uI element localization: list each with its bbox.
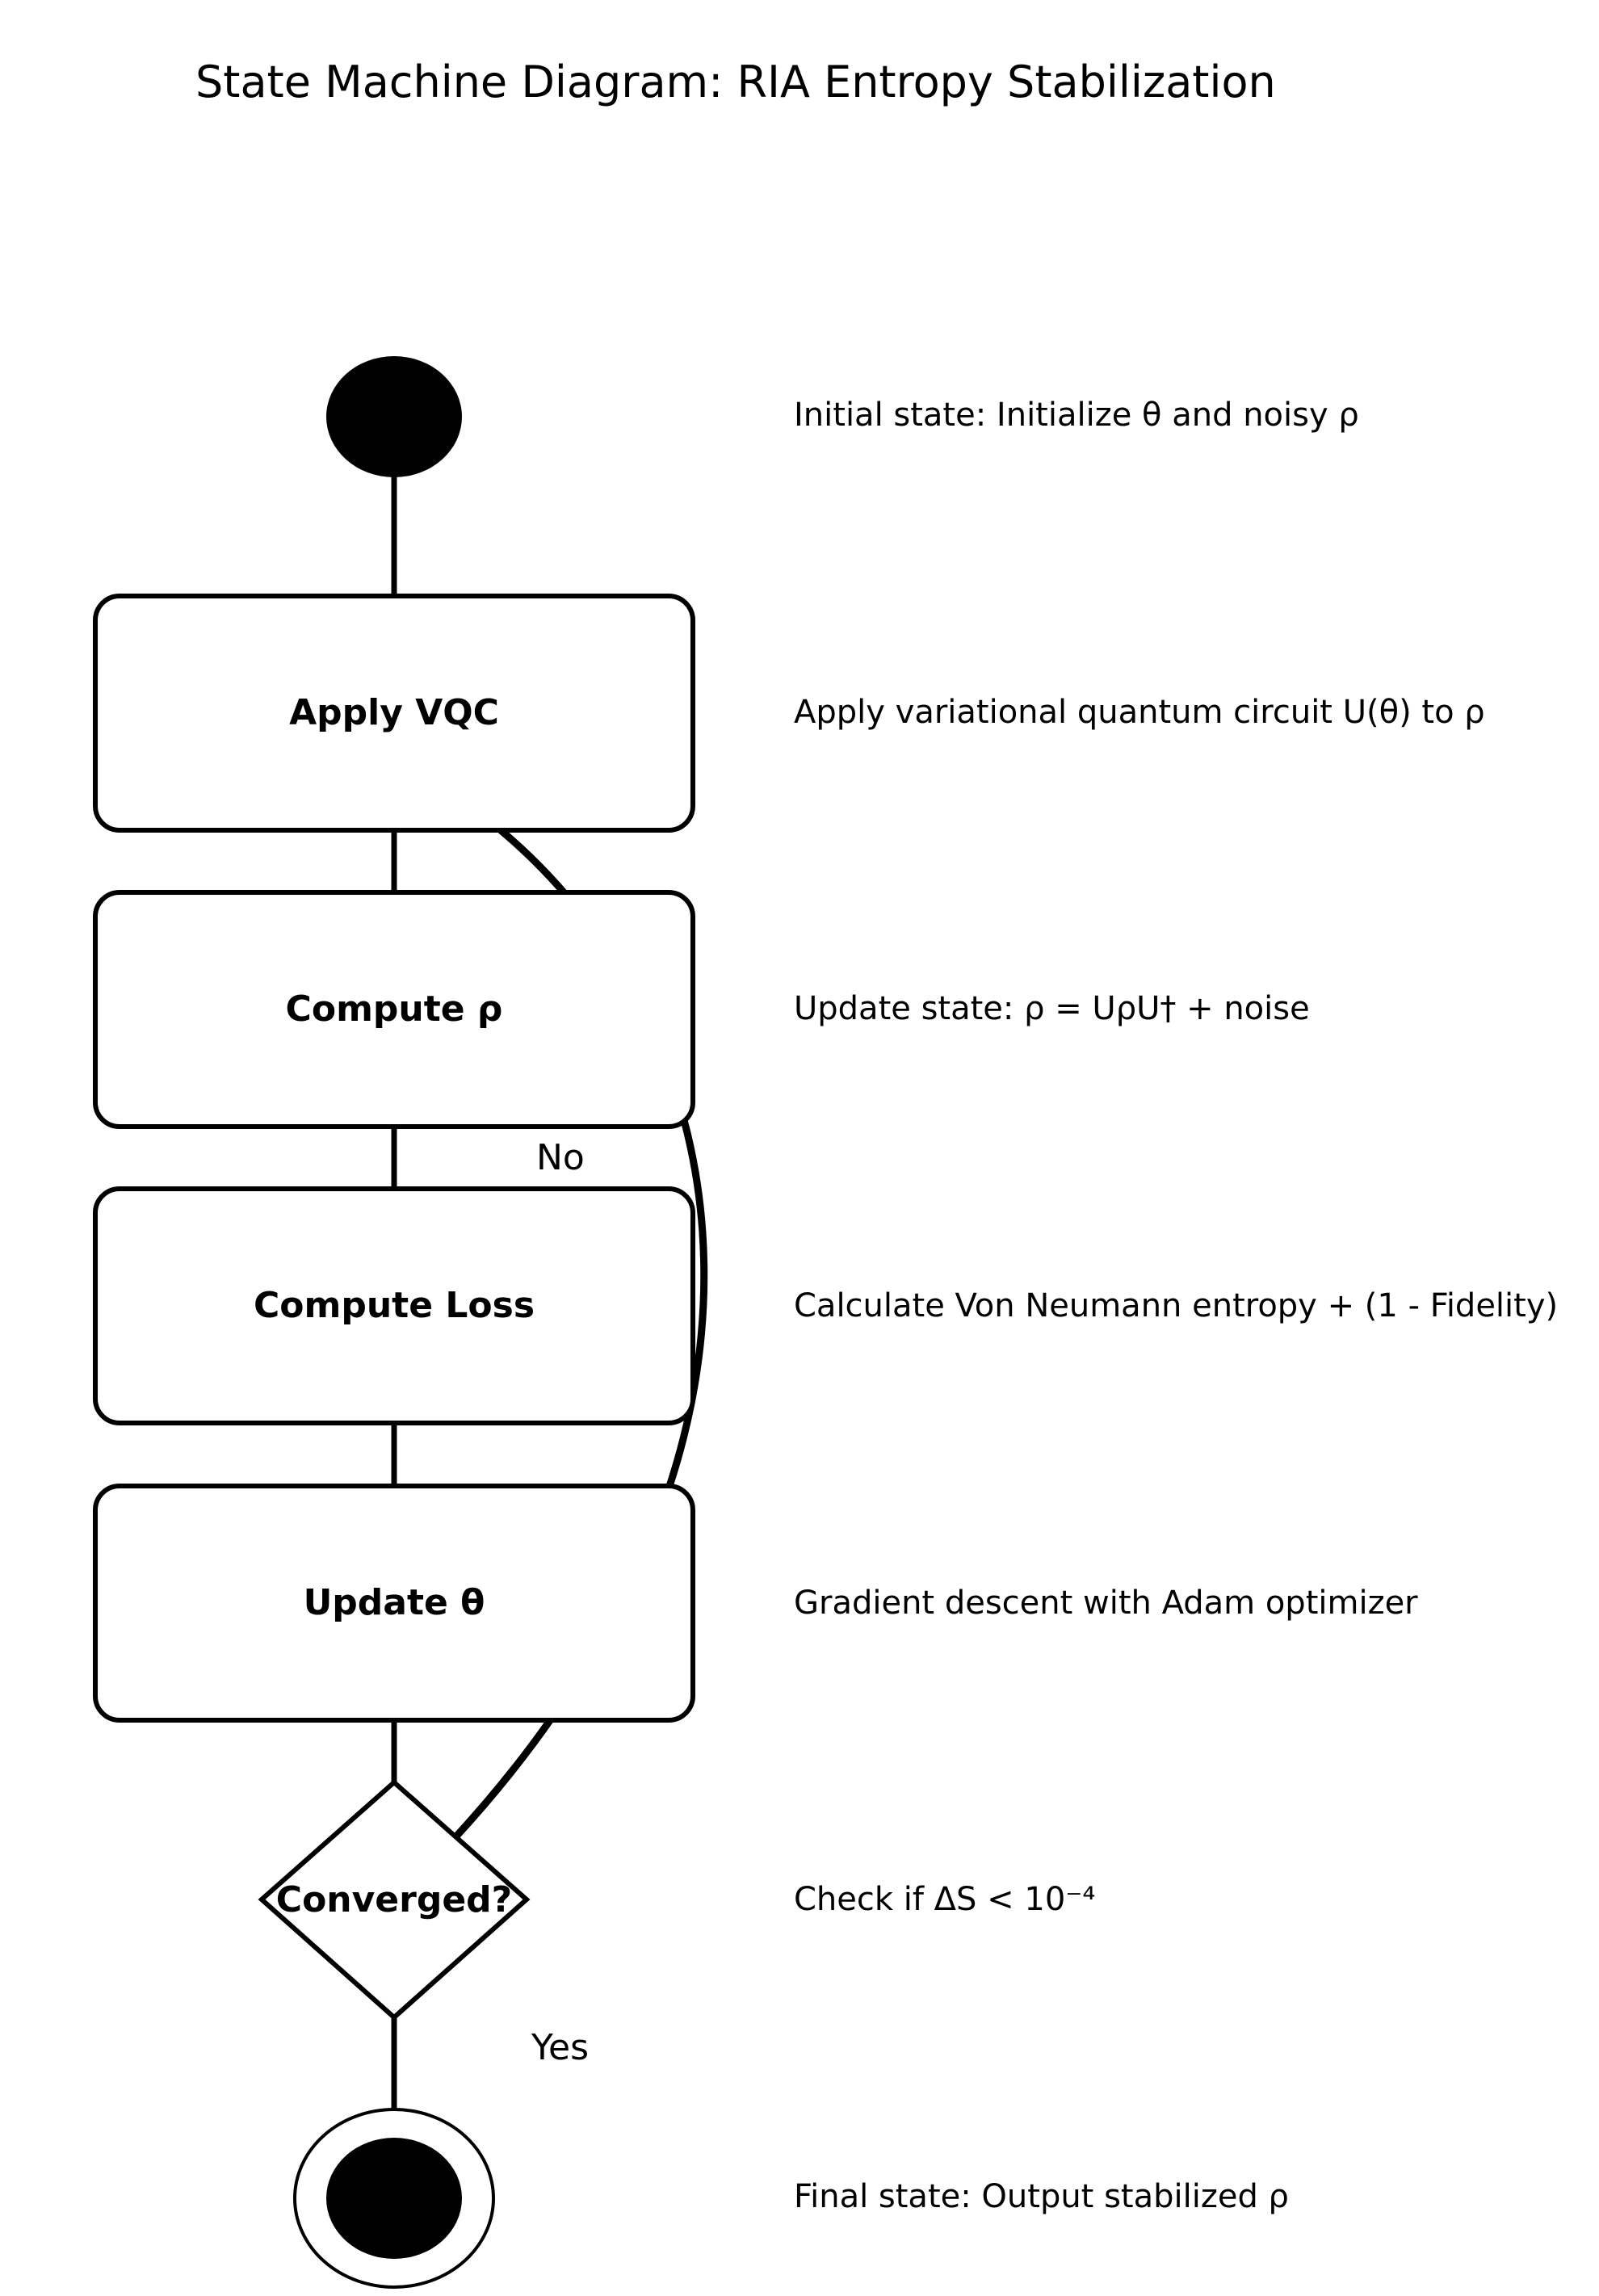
note-compute-loss: Calculate Von Neumann entropy + (1 - Fid… [794,1287,1558,1324]
state-update-theta [93,1484,695,1723]
note-compute-rho: Update state: ρ = UρU† + noise [794,990,1310,1027]
edge-label-yes: Yes [531,2027,589,2068]
state-apply-vqc-label: Apply VQC [289,692,499,733]
state-compute-loss [93,1186,695,1425]
state-compute-rho-label: Compute ρ [286,988,503,1030]
note-converged: Check if ΔS < 10⁻⁴ [794,1881,1095,1918]
note-final: Final state: Output stabilized ρ [794,2178,1289,2215]
state-compute-rho [93,890,695,1129]
edge-label-no: No [536,1137,585,1178]
state-compute-loss-label: Compute Loss [254,1285,535,1326]
note-initial: Initial state: Initialize θ and noisy ρ [794,397,1359,434]
decision-converged [258,1778,531,2021]
decision-converged-label: Converged? [276,1879,512,1920]
diagram-title: State Machine Diagram: RIA Entropy Stabi… [195,57,1276,107]
initial-state-node [326,356,462,477]
final-state-node [326,2138,462,2259]
state-apply-vqc [93,594,695,833]
note-update-theta: Gradient descent with Adam optimizer [794,1585,1418,1622]
state-update-theta-label: Update θ [304,1582,485,1623]
note-apply-vqc: Apply variational quantum circuit U(θ) t… [794,694,1485,731]
